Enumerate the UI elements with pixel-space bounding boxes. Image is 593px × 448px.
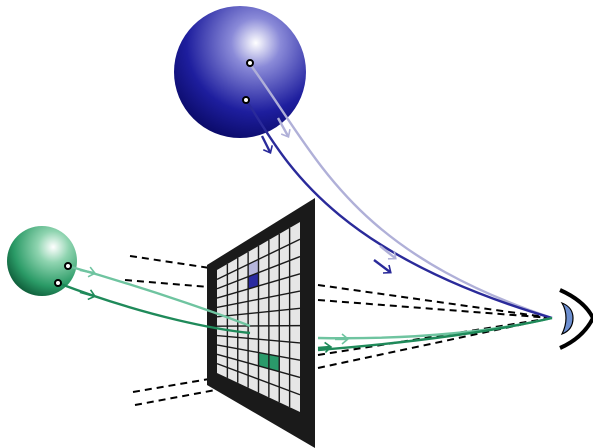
blue-ray-dark-arrow-2	[373, 259, 392, 274]
green-ray-light-arrow-1	[79, 266, 97, 278]
blue-sphere	[174, 6, 306, 138]
blue-ray-origin-1	[246, 59, 254, 67]
blue-ray-dark-arrow-1	[260, 135, 274, 155]
green-rays	[57, 264, 553, 353]
dashed-line-eye-3	[317, 317, 553, 356]
grid-row-line	[216, 344, 301, 361]
green-ray-origin-2	[54, 279, 62, 287]
blue-ray-dark	[245, 99, 553, 320]
green-sphere	[7, 226, 77, 296]
grid-row-line	[216, 353, 301, 379]
grid-row-line	[216, 273, 301, 299]
ray-origin-markers	[54, 59, 254, 287]
grid-row-line	[216, 238, 301, 280]
blue-ray-light-arrow-1	[276, 117, 291, 138]
grid-row-line	[216, 324, 301, 327]
pixel-cell-green-1	[258, 352, 269, 369]
pixel-cell-green-2	[268, 354, 280, 372]
pixel-cell-blue	[248, 272, 259, 289]
blue-ray-origin-2	[242, 96, 250, 104]
eye-iris	[560, 301, 574, 336]
green-ray-dark-arrow-2	[317, 341, 333, 353]
grid-row-line	[216, 307, 301, 318]
grid-row-line	[216, 334, 301, 344]
dashed-line-eye-1	[317, 284, 553, 319]
green-ray-light-front	[317, 316, 553, 340]
grid-row-line	[216, 255, 301, 290]
image-plane	[207, 198, 315, 448]
blue-rays	[245, 63, 553, 320]
dashed-line-eye-2	[317, 299, 553, 319]
blue-ray-light	[249, 63, 553, 320]
blue-ray-light-arrow-2	[379, 245, 397, 260]
green-ray-dark-front	[317, 316, 553, 352]
grid-row-line	[216, 290, 301, 309]
dashed-sight-lines-front	[317, 284, 553, 369]
grid-row-line	[216, 362, 301, 396]
green-ray-light	[67, 264, 251, 328]
eye-lid-outline	[559, 288, 593, 350]
dashed-line-eye-4	[317, 317, 553, 369]
green-ray-dark-arrow-1	[79, 289, 97, 301]
green-ray-origin-1	[64, 262, 72, 270]
pixel-grid-lines	[216, 228, 301, 408]
eye-icon	[559, 288, 593, 350]
pixel-grid-icon	[248, 259, 280, 372]
